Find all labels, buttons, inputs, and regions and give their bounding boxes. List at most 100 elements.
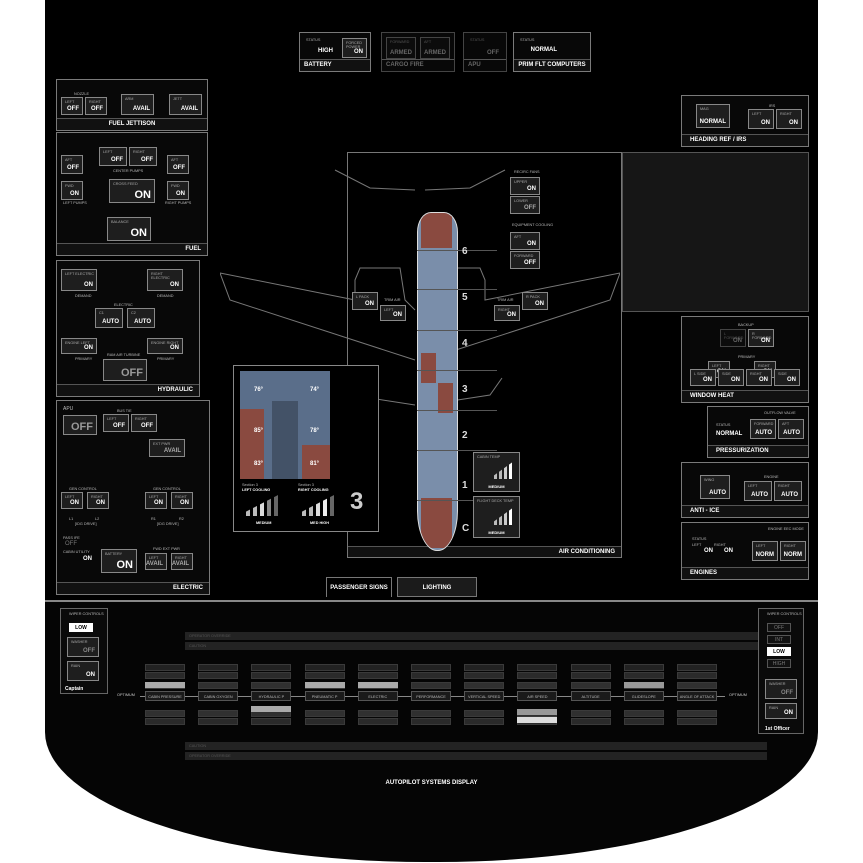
tab-passenger-signs[interactable]: PASSENGER SIGNS — [326, 577, 392, 597]
system-pneumatic-p[interactable]: PNEUMATIC P — [304, 691, 345, 701]
section-4[interactable]: 4 — [462, 338, 468, 349]
system-indicator — [411, 672, 451, 679]
officer-wiper-high[interactable]: HIGH — [767, 659, 791, 668]
section-1[interactable]: 1 — [462, 480, 468, 491]
system-performance[interactable]: PERFORMANCE — [411, 691, 451, 701]
officer-wiper-int[interactable]: INT — [767, 635, 791, 644]
forced-power-button[interactable]: FORCED POWER ON — [342, 38, 367, 58]
system-altitude[interactable]: ALTITUDE — [570, 691, 611, 701]
right-cooling-bars[interactable] — [302, 494, 336, 516]
section-c[interactable]: C — [462, 523, 470, 534]
engines-panel: STATUS LEFT RIGHT ON ON ENGINE EEC MODE … — [681, 522, 809, 580]
system-indicator — [198, 682, 239, 689]
officer-wiper-off[interactable]: OFF — [767, 623, 791, 632]
system-electric[interactable]: ELECTRIC — [357, 691, 398, 701]
system-indicator-active — [251, 706, 292, 712]
section-2[interactable]: 2 — [462, 430, 468, 441]
captain-wiper-low[interactable]: LOW — [69, 623, 93, 632]
section-3[interactable]: 3 — [462, 384, 468, 395]
section-6[interactable]: 6 — [462, 246, 468, 257]
cabin-temp-box[interactable]: CABIN TEMP MEDIUM — [473, 452, 520, 492]
officer-wiper-low[interactable]: LOW — [767, 647, 791, 656]
system-indicator — [677, 664, 717, 671]
ram-air-turbine-button[interactable]: OFF — [103, 359, 147, 381]
temp-rear-left: 83° — [254, 461, 264, 467]
section-5[interactable]: 5 — [462, 292, 468, 303]
elec-apu-button[interactable]: OFF — [63, 415, 97, 435]
system-angle-of-attack[interactable]: ANGLE OF ATTACK — [677, 691, 717, 701]
left-cooling-bars[interactable] — [246, 494, 280, 516]
system-indicator — [304, 718, 345, 725]
system-cabin-oxygen[interactable]: CABIN OXYGEN — [198, 691, 239, 701]
system-indicator — [145, 664, 185, 671]
system-air-speed[interactable]: AIR SPEED — [517, 691, 558, 701]
system-cabin-pressure[interactable]: CABIN PRESSURE — [145, 691, 185, 701]
battery-status: STATUS HIGH — [306, 38, 333, 54]
system-vertical-speed[interactable]: VERTICAL SPEED — [464, 691, 505, 701]
system-hydraulic-p[interactable]: HYDRAULIC P — [251, 691, 292, 701]
system-glideslope[interactable]: GLIDESLOPE — [623, 691, 664, 701]
tab-lighting[interactable]: LIGHTING — [397, 577, 477, 597]
flight-deck-temp-box[interactable]: FLIGHT DECK TEMP MEDIUM — [473, 496, 520, 538]
system-indicator-active — [623, 682, 664, 688]
